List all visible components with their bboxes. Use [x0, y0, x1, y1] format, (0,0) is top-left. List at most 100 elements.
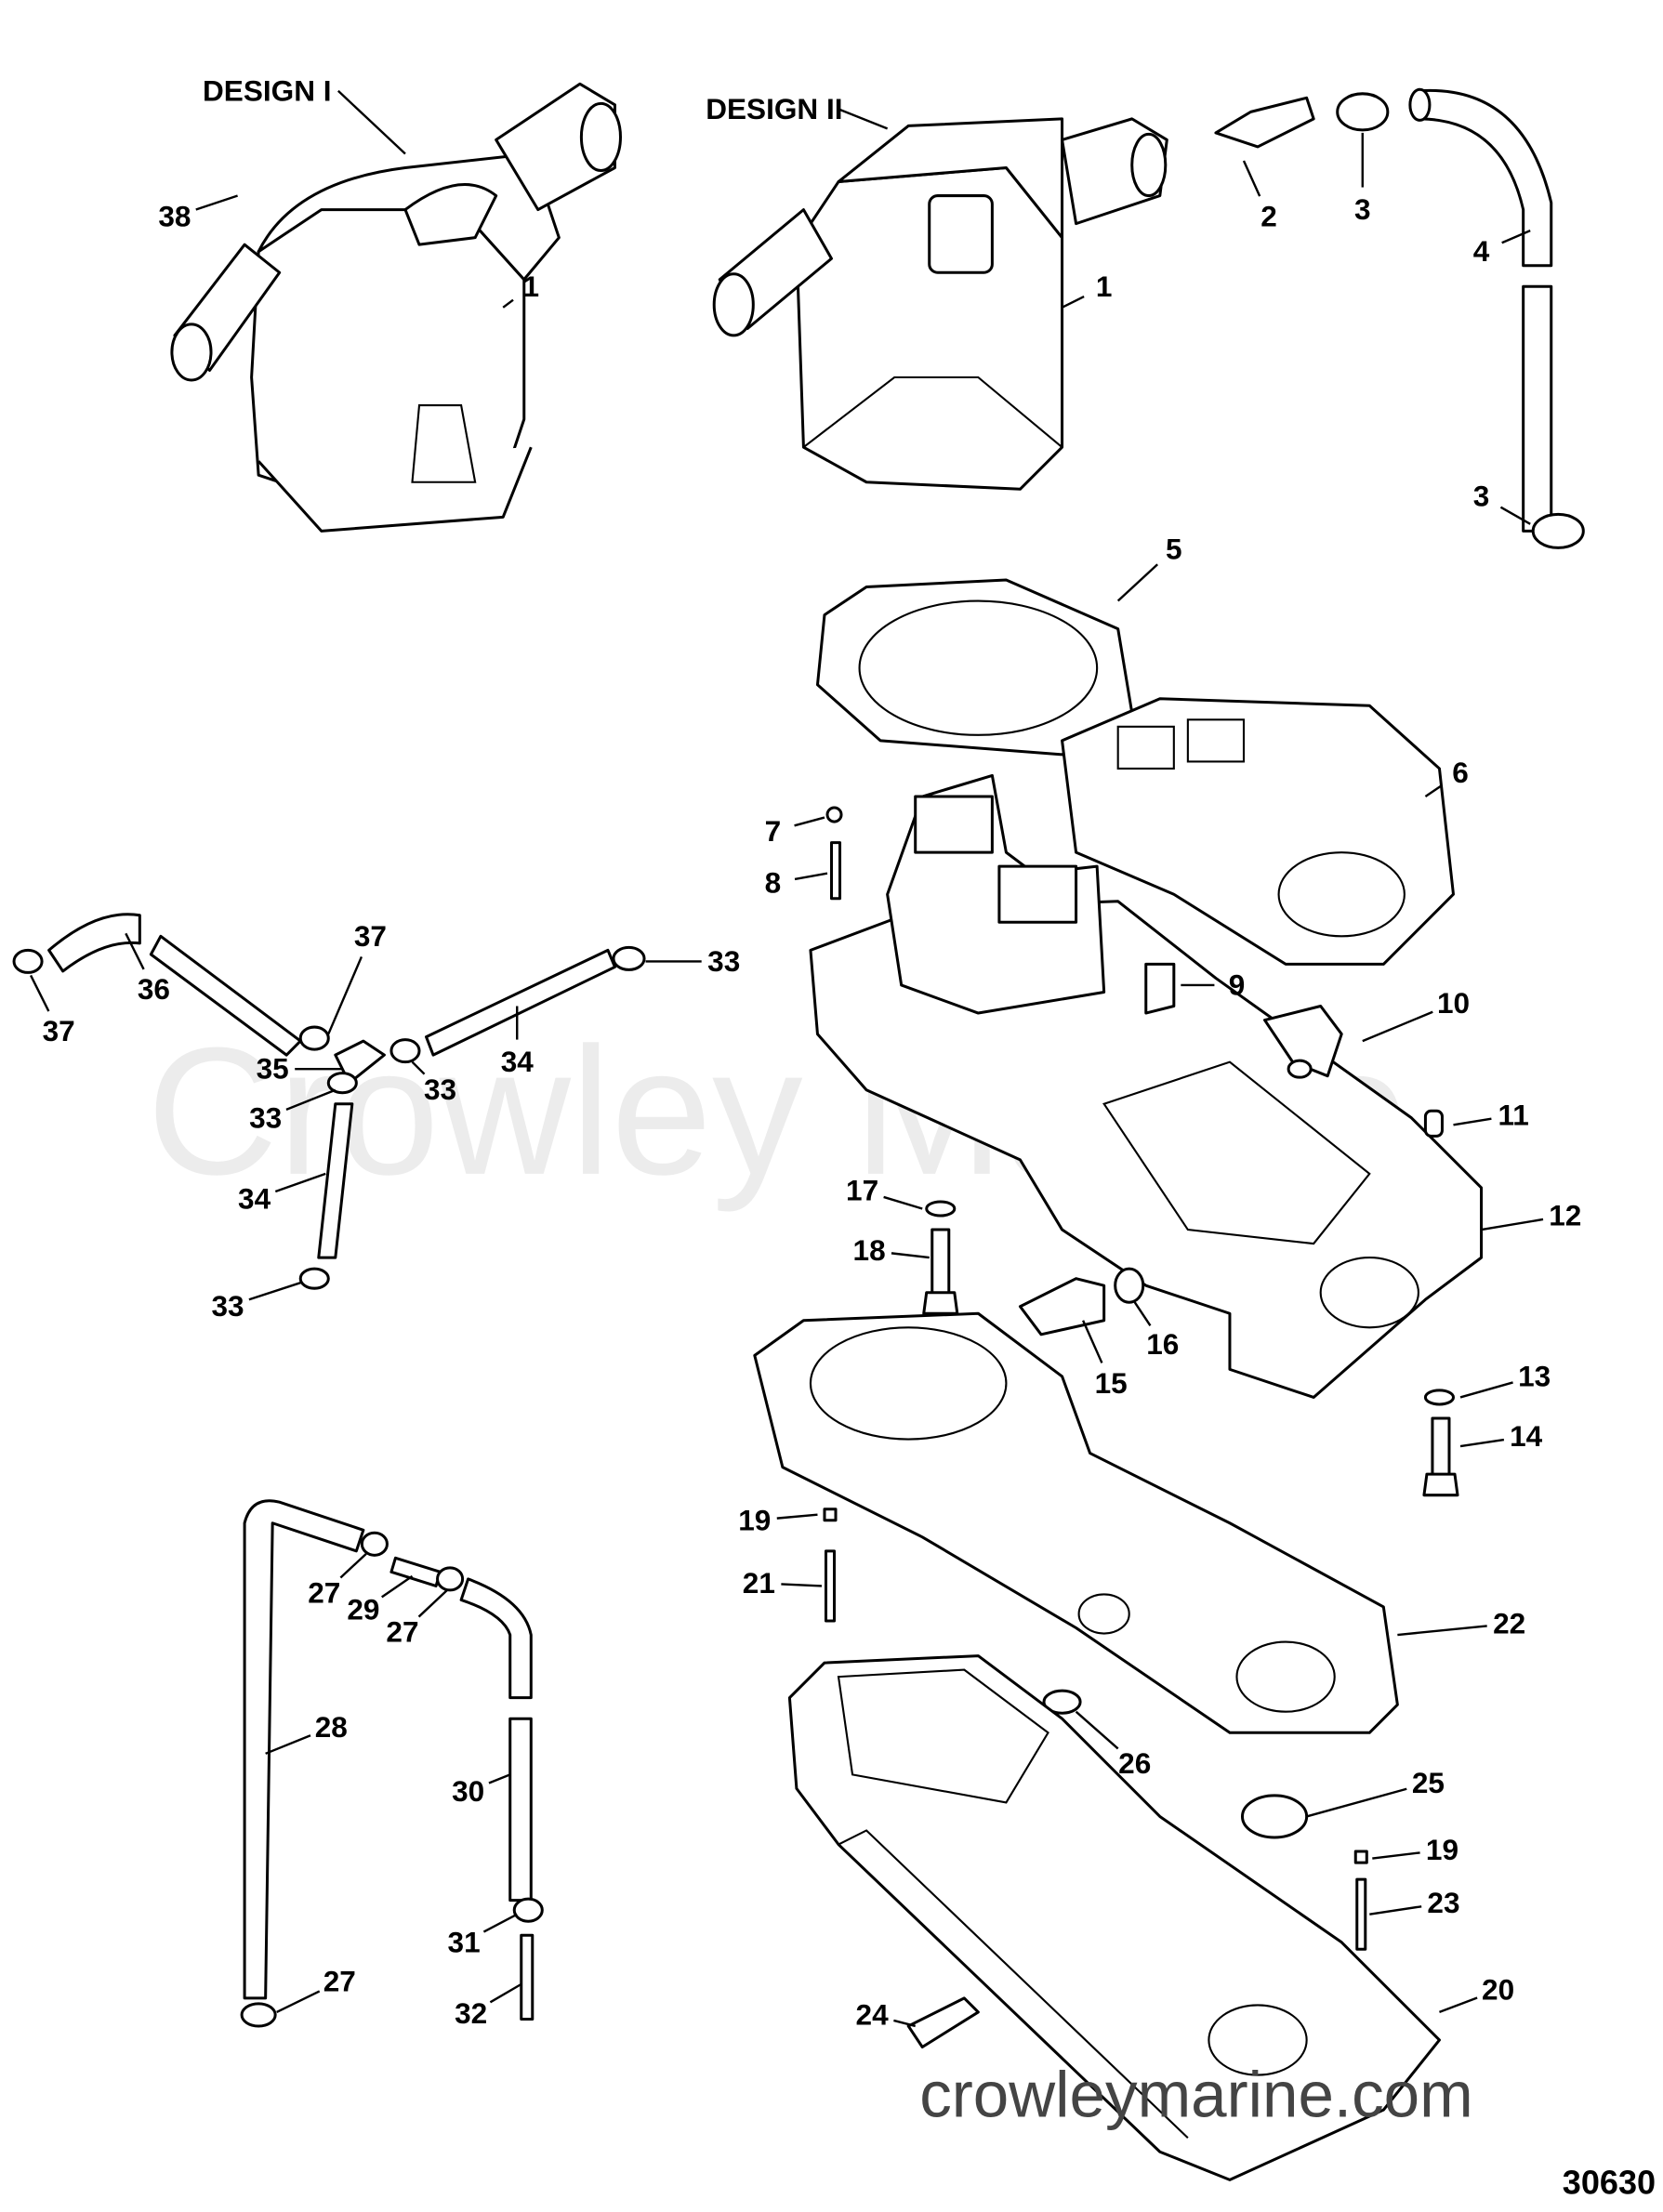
leader-line: [1372, 1851, 1420, 1860]
callout-25: 25: [1412, 1766, 1445, 1799]
callout-27: 27: [386, 1615, 418, 1649]
callout-2: 2: [1260, 200, 1277, 233]
leader-line: [1459, 1381, 1513, 1399]
callout-8: 8: [765, 866, 782, 900]
callout-3: 3: [1473, 479, 1490, 512]
leader-line: [417, 1589, 448, 1618]
callout-9: 9: [1229, 968, 1246, 1001]
leader-line: [1397, 1625, 1487, 1637]
leader-line: [502, 298, 514, 309]
callout-10: 10: [1437, 986, 1470, 1020]
plate-20: [787, 1654, 1441, 2181]
exhaust-cover-design-1: [170, 82, 622, 533]
callout-1: 1: [1096, 270, 1113, 303]
leader-line: [339, 1552, 367, 1579]
leader-line: [781, 1583, 823, 1587]
leader-line: [1424, 783, 1443, 797]
callout-38: 38: [158, 200, 191, 233]
leader-line: [883, 1195, 923, 1210]
leader-line: [1439, 1996, 1478, 2014]
leader-line: [1499, 506, 1531, 525]
callout-12: 12: [1549, 1199, 1581, 1232]
callout-31: 31: [448, 1925, 481, 1958]
callout-1: 1: [522, 270, 539, 303]
leader-line: [1133, 1301, 1152, 1326]
leader-line: [488, 1773, 511, 1784]
hose-assembly-left: [12, 913, 646, 1290]
leader-line: [1075, 1710, 1119, 1750]
callout-33: 33: [211, 1289, 244, 1323]
gasket-6: [1061, 697, 1455, 966]
figure-number: 30630: [1563, 2163, 1656, 2201]
callout-21: 21: [743, 1566, 775, 1600]
fitting-2: [1214, 96, 1315, 149]
leader-line: [1306, 1787, 1407, 1818]
callout-19: 19: [1426, 1833, 1458, 1866]
leader-line: [1362, 1010, 1433, 1043]
callout-13: 13: [1518, 1359, 1551, 1392]
leader-line: [1116, 563, 1158, 602]
callout-15: 15: [1095, 1366, 1128, 1400]
callout-18: 18: [853, 1233, 886, 1267]
callout-6: 6: [1452, 756, 1469, 789]
leader-lines: [29, 132, 1544, 2028]
leader-line: [125, 932, 145, 970]
leader-line: [1082, 1320, 1103, 1363]
design-label-1: DESIGN I: [203, 73, 332, 107]
callout-28: 28: [315, 1710, 348, 1744]
callout-35: 35: [257, 1052, 289, 1086]
leader-line: [327, 955, 363, 1035]
adapter-plate-12: [809, 773, 1484, 1399]
callout-33: 33: [249, 1100, 282, 1134]
leader-line: [794, 816, 825, 827]
hose-assembly-bottom: [240, 1499, 544, 2028]
leader-line: [482, 1913, 518, 1933]
callout-37: 37: [354, 919, 387, 953]
hose-clamp-3b: [1531, 512, 1585, 549]
callout-29: 29: [347, 1592, 379, 1626]
callout-32: 32: [455, 1996, 487, 2030]
leader-line: [1062, 295, 1085, 309]
leader-line: [285, 1088, 337, 1111]
callout-36: 36: [138, 972, 170, 1006]
leader-line: [1369, 1905, 1422, 1916]
hose-4: [1408, 87, 1553, 533]
leader-line: [893, 2019, 917, 2028]
callout-34: 34: [238, 1181, 271, 1215]
leader-line: [1453, 1117, 1492, 1126]
leader-line: [1459, 1438, 1505, 1448]
leader-line: [1481, 1218, 1544, 1231]
leader-line: [1501, 230, 1531, 244]
o-ring-26: [1042, 1689, 1082, 1715]
callout-30: 30: [452, 1774, 484, 1808]
o-ring-25: [1240, 1794, 1309, 1839]
leader-line: [411, 1060, 426, 1075]
callout-26: 26: [1118, 1746, 1151, 1780]
callout-24: 24: [856, 1997, 890, 2031]
callout-16: 16: [1146, 1327, 1179, 1361]
website-text: crowleymarine.com: [919, 2059, 1473, 2131]
exhaust-cover-design-2: [712, 117, 1168, 491]
leader-line: [1242, 160, 1261, 197]
callout-23: 23: [1427, 1886, 1459, 1919]
leader-line: [265, 1734, 311, 1755]
leader-line: [274, 1172, 326, 1193]
gasket-5: [815, 578, 1134, 757]
small-parts: [823, 806, 1459, 2049]
callout-33: 33: [424, 1073, 456, 1106]
callout-34: 34: [501, 1045, 535, 1078]
leader-line: [891, 1252, 930, 1259]
callout-27: 27: [308, 1575, 340, 1609]
leader-line: [776, 1513, 818, 1520]
callout-4: 4: [1473, 234, 1490, 268]
leader-line: [248, 1282, 301, 1301]
callout-11: 11: [1498, 1098, 1528, 1131]
callout-27: 27: [323, 1964, 356, 1997]
hose-clamp-3: [1336, 92, 1390, 132]
leader-line: [381, 1574, 414, 1599]
callout-5: 5: [1166, 532, 1182, 565]
leader-line: [794, 872, 828, 881]
callout-22: 22: [1493, 1607, 1525, 1640]
